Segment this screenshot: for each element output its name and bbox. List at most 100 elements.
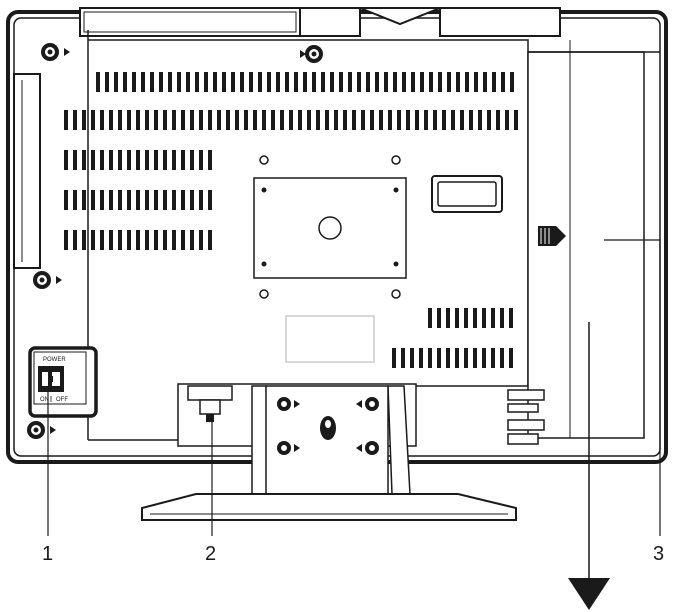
vent-slot: [509, 308, 513, 328]
vent-slot: [437, 348, 441, 368]
vent-slot: [456, 72, 460, 92]
vent-slot: [123, 72, 127, 92]
vent-slot: [163, 110, 167, 130]
power-switch-title: POWER: [43, 357, 66, 363]
vent-slot: [361, 110, 365, 130]
vent-slot: [298, 110, 302, 130]
vent-slot: [464, 348, 468, 368]
vent-slot: [509, 348, 513, 368]
vent-slot: [375, 72, 379, 92]
vent-slot: [510, 72, 514, 92]
vent-slot: [357, 72, 361, 92]
vent-slot: [100, 190, 104, 210]
vent-slot: [181, 110, 185, 130]
vent-slot: [181, 230, 185, 250]
vent-slot: [500, 348, 504, 368]
vent-slot: [442, 110, 446, 130]
vent-slot: [109, 110, 113, 130]
rear-handle-slot: [431, 175, 503, 213]
vent-slot: [500, 308, 504, 328]
vent-slot: [136, 110, 140, 130]
vent-slot: [437, 308, 441, 328]
vesa-mount-holes: [259, 155, 401, 299]
vent-slot: [105, 72, 109, 92]
vent-slot: [145, 150, 149, 170]
vent-slot: [244, 110, 248, 130]
vent-slot: [96, 72, 100, 92]
vent-slot: [91, 150, 95, 170]
vent-slot: [276, 72, 280, 92]
vent-slot: [446, 308, 450, 328]
vent-slot: [464, 308, 468, 328]
vent-slot: [370, 110, 374, 130]
vent-slot: [402, 72, 406, 92]
vent-slot: [433, 110, 437, 130]
vent-slot: [145, 230, 149, 250]
vent-slot: [145, 190, 149, 210]
vent-slot: [379, 110, 383, 130]
vent-slot: [410, 348, 414, 368]
vent-slot: [195, 72, 199, 92]
vent-slot: [240, 72, 244, 92]
vent-slot: [168, 72, 172, 92]
vent-slot: [366, 72, 370, 92]
vent-slot: [163, 230, 167, 250]
vent-slot: [253, 110, 257, 130]
power-switch-on-label: ON: [40, 397, 49, 403]
vent-slot: [393, 72, 397, 92]
vent-slot: [339, 72, 343, 92]
vent-slot: [249, 72, 253, 92]
vent-slot: [330, 72, 334, 92]
vent-slot: [226, 110, 230, 130]
vent-slot: [267, 72, 271, 92]
vent-slot: [100, 150, 104, 170]
vent-slot: [136, 150, 140, 170]
vent-slot: [487, 110, 491, 130]
vent-slot: [352, 110, 356, 130]
vent-slot: [460, 110, 464, 130]
vent-slot: [109, 150, 113, 170]
vent-slot: [150, 72, 154, 92]
vent-slot: [190, 190, 194, 210]
vent-slot: [177, 72, 181, 92]
vesa-center-hole: [318, 216, 342, 240]
vent-slot: [109, 230, 113, 250]
vent-slot: [190, 150, 194, 170]
vent-slot: [73, 150, 77, 170]
vent-slot: [118, 110, 122, 130]
vent-slot: [154, 150, 158, 170]
callout-3: 3: [653, 543, 664, 565]
power-switch[interactable]: POWER ON OFF: [28, 346, 98, 418]
vent-slot: [82, 190, 86, 210]
vent-slot: [100, 110, 104, 130]
vent-slot: [100, 230, 104, 250]
stand-base: [141, 493, 517, 521]
vent-slot: [141, 72, 145, 92]
vent-slot: [154, 230, 158, 250]
vent-slot: [419, 348, 423, 368]
vent-slot: [199, 190, 203, 210]
ventilation-slots: [64, 72, 518, 368]
vent-slot: [222, 72, 226, 92]
antenna-connector[interactable]: [187, 385, 233, 422]
vent-slot: [316, 110, 320, 130]
vent-slot: [473, 308, 477, 328]
vent-slot: [172, 150, 176, 170]
vent-slot: [491, 308, 495, 328]
vent-slot: [208, 190, 212, 210]
vent-slot: [262, 110, 266, 130]
vent-slot: [392, 348, 396, 368]
top-edge-tab-far-right: [439, 7, 561, 37]
vent-slot: [455, 308, 459, 328]
vent-slot: [181, 150, 185, 170]
vent-slot: [289, 110, 293, 130]
vent-slot: [473, 348, 477, 368]
vent-slot: [469, 110, 473, 130]
screws: [27, 43, 323, 439]
vent-slot: [127, 230, 131, 250]
callout-1: 1: [42, 543, 53, 565]
vent-slot: [420, 72, 424, 92]
vent-slot: [285, 72, 289, 92]
vent-slot: [447, 72, 451, 92]
vent-slot: [514, 110, 518, 130]
